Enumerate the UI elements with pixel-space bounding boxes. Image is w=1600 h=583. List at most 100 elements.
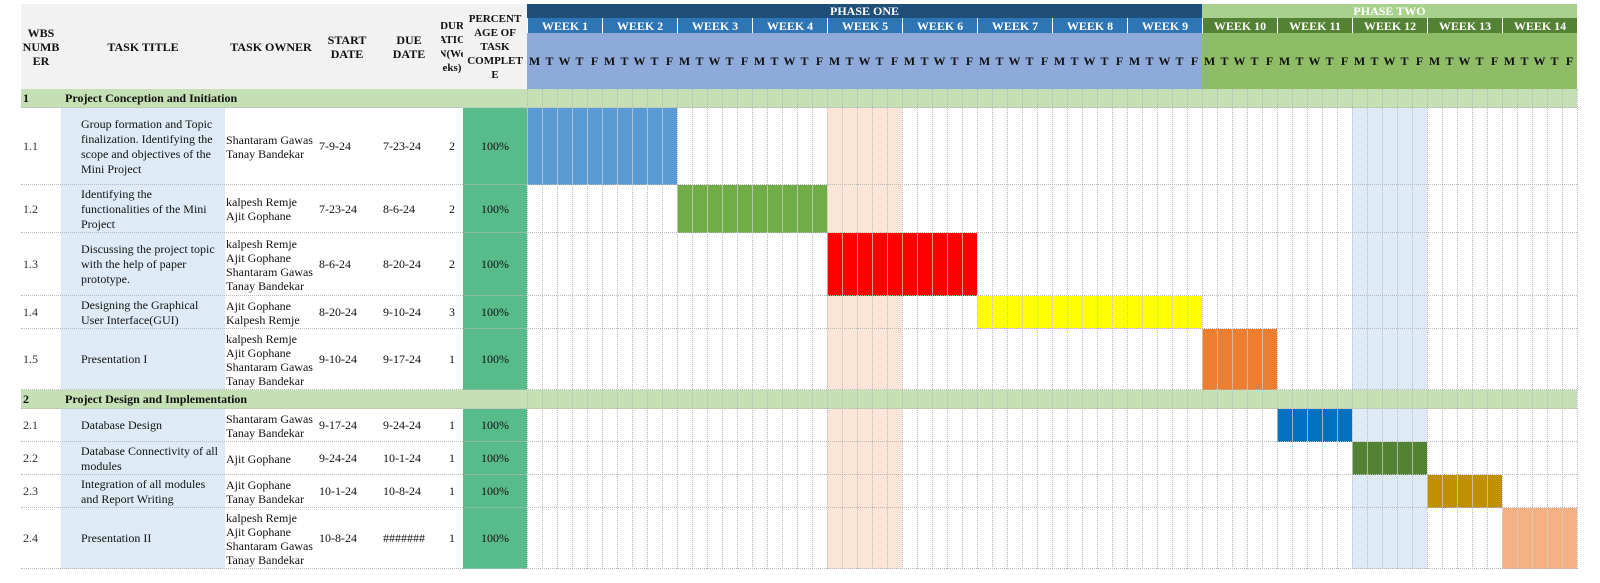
grid-line-horizontal <box>21 507 1577 508</box>
task-start-date: 10-8-24 <box>319 531 357 545</box>
grid-line-vertical <box>1532 89 1533 569</box>
day-letter: T <box>1547 33 1562 89</box>
grid-line-vertical <box>887 89 888 569</box>
highlight-column-week-5 <box>827 89 902 569</box>
week-2-label: WEEK 2 <box>602 18 677 33</box>
day-letter: T <box>1097 33 1112 89</box>
phase-1-label: PHASE ONE <box>527 4 1202 18</box>
task-title: Designing the Graphical User Interface(G… <box>81 297 199 327</box>
grid-line-vertical <box>797 89 798 569</box>
task-duration: 1 <box>449 484 455 498</box>
day-letter: T <box>767 33 782 89</box>
task-percent-complete: 100% <box>481 305 509 319</box>
gantt-bar-day <box>1562 508 1577 569</box>
task-duration: 1 <box>449 531 455 545</box>
grid-line-vertical <box>662 89 663 569</box>
task-start-date: 8-6-24 <box>319 257 351 271</box>
day-letter: W <box>557 33 572 89</box>
grid-line-vertical <box>857 89 858 569</box>
day-letter: T <box>692 33 707 89</box>
gantt-bar-day <box>872 233 887 296</box>
task-start-date: 9-10-24 <box>319 352 357 366</box>
grid-line-vertical <box>707 89 708 569</box>
gantt-bar-day <box>992 296 1007 329</box>
gantt-bar-day <box>1097 296 1112 329</box>
grid-line-vertical <box>572 89 573 569</box>
highlight-column-week-12 <box>1352 89 1427 569</box>
gantt-bar-day <box>887 233 902 296</box>
day-letter: M <box>1052 33 1067 89</box>
day-letter: M <box>902 33 917 89</box>
grid-line-vertical <box>992 89 993 569</box>
percent-cell <box>463 442 527 475</box>
task-percent-complete: 100% <box>481 418 509 432</box>
task-start-date: 10-1-24 <box>319 484 357 498</box>
gantt-bar-day <box>1277 409 1292 442</box>
gantt-bar-day <box>977 296 992 329</box>
gantt-bar-day <box>1007 296 1022 329</box>
header-start: START DATE <box>317 4 377 89</box>
week-5-label: WEEK 5 <box>827 18 902 33</box>
gantt-bar-day <box>617 108 632 185</box>
day-letter: W <box>857 33 872 89</box>
section-wbs: 2 <box>23 392 29 406</box>
grid-line-vertical <box>932 89 933 569</box>
grid-line-vertical <box>1037 89 1038 569</box>
day-letter: F <box>1037 33 1052 89</box>
gantt-bar-day <box>1157 296 1172 329</box>
task-percent-complete: 100% <box>481 451 509 465</box>
grid-line-vertical <box>962 89 963 569</box>
percent-cell <box>463 508 527 569</box>
task-start-date: 8-20-24 <box>319 305 357 319</box>
grid-line-horizontal <box>21 295 1577 296</box>
task-percent-complete: 100% <box>481 484 509 498</box>
gantt-bar-day <box>662 108 677 185</box>
percent-cell <box>463 409 527 442</box>
day-letter: M <box>1202 33 1217 89</box>
grid-line-vertical <box>722 89 723 569</box>
gantt-bar-day <box>647 108 662 185</box>
day-letter: T <box>947 33 962 89</box>
gantt-bar-day <box>602 108 617 185</box>
grid-line-vertical <box>1157 89 1158 569</box>
week-1-label: WEEK 1 <box>527 18 602 33</box>
day-letter: F <box>1112 33 1127 89</box>
task-wbs: 1.4 <box>23 305 38 319</box>
day-letter: M <box>602 33 617 89</box>
grid-line-vertical <box>1367 89 1368 569</box>
gantt-bar-day <box>932 233 947 296</box>
grid-line-vertical <box>1487 89 1488 569</box>
week-8-label: WEEK 8 <box>1052 18 1127 33</box>
week-4-label: WEEK 4 <box>752 18 827 33</box>
day-letter: W <box>1007 33 1022 89</box>
task-title: Integration of all modules and Report Wr… <box>81 476 206 506</box>
task-owner: Ajit Gophane <box>226 451 291 466</box>
gantt-bar-day <box>1232 329 1247 390</box>
task-percent-complete: 100% <box>481 531 509 545</box>
day-letter: T <box>1217 33 1232 89</box>
task-wbs: 1.5 <box>23 352 38 366</box>
day-letter: M <box>827 33 842 89</box>
day-letter: W <box>1232 33 1247 89</box>
grid-line-vertical <box>767 89 768 569</box>
task-due-date: 8-6-24 <box>383 201 415 216</box>
gantt-bar-day <box>1412 442 1427 475</box>
day-letter: W <box>1157 33 1172 89</box>
gantt-bar-day <box>1367 442 1382 475</box>
day-letter: W <box>782 33 797 89</box>
gantt-bar-day <box>1307 409 1322 442</box>
day-letter: T <box>1472 33 1487 89</box>
day-letter: F <box>662 33 677 89</box>
gantt-bar-day <box>1172 296 1187 329</box>
task-title-cell <box>61 185 225 233</box>
gantt-bar-day <box>842 233 857 296</box>
grid-line-vertical <box>1412 89 1413 569</box>
task-title-cell <box>61 296 225 329</box>
grid-line-vertical <box>1067 89 1068 569</box>
task-title-cell <box>61 233 225 296</box>
grid-line-vertical <box>1427 89 1428 569</box>
task-due-date: 10-1-24 <box>383 451 421 465</box>
grid-line-vertical <box>1082 89 1083 569</box>
grid-line-vertical <box>1187 89 1188 569</box>
